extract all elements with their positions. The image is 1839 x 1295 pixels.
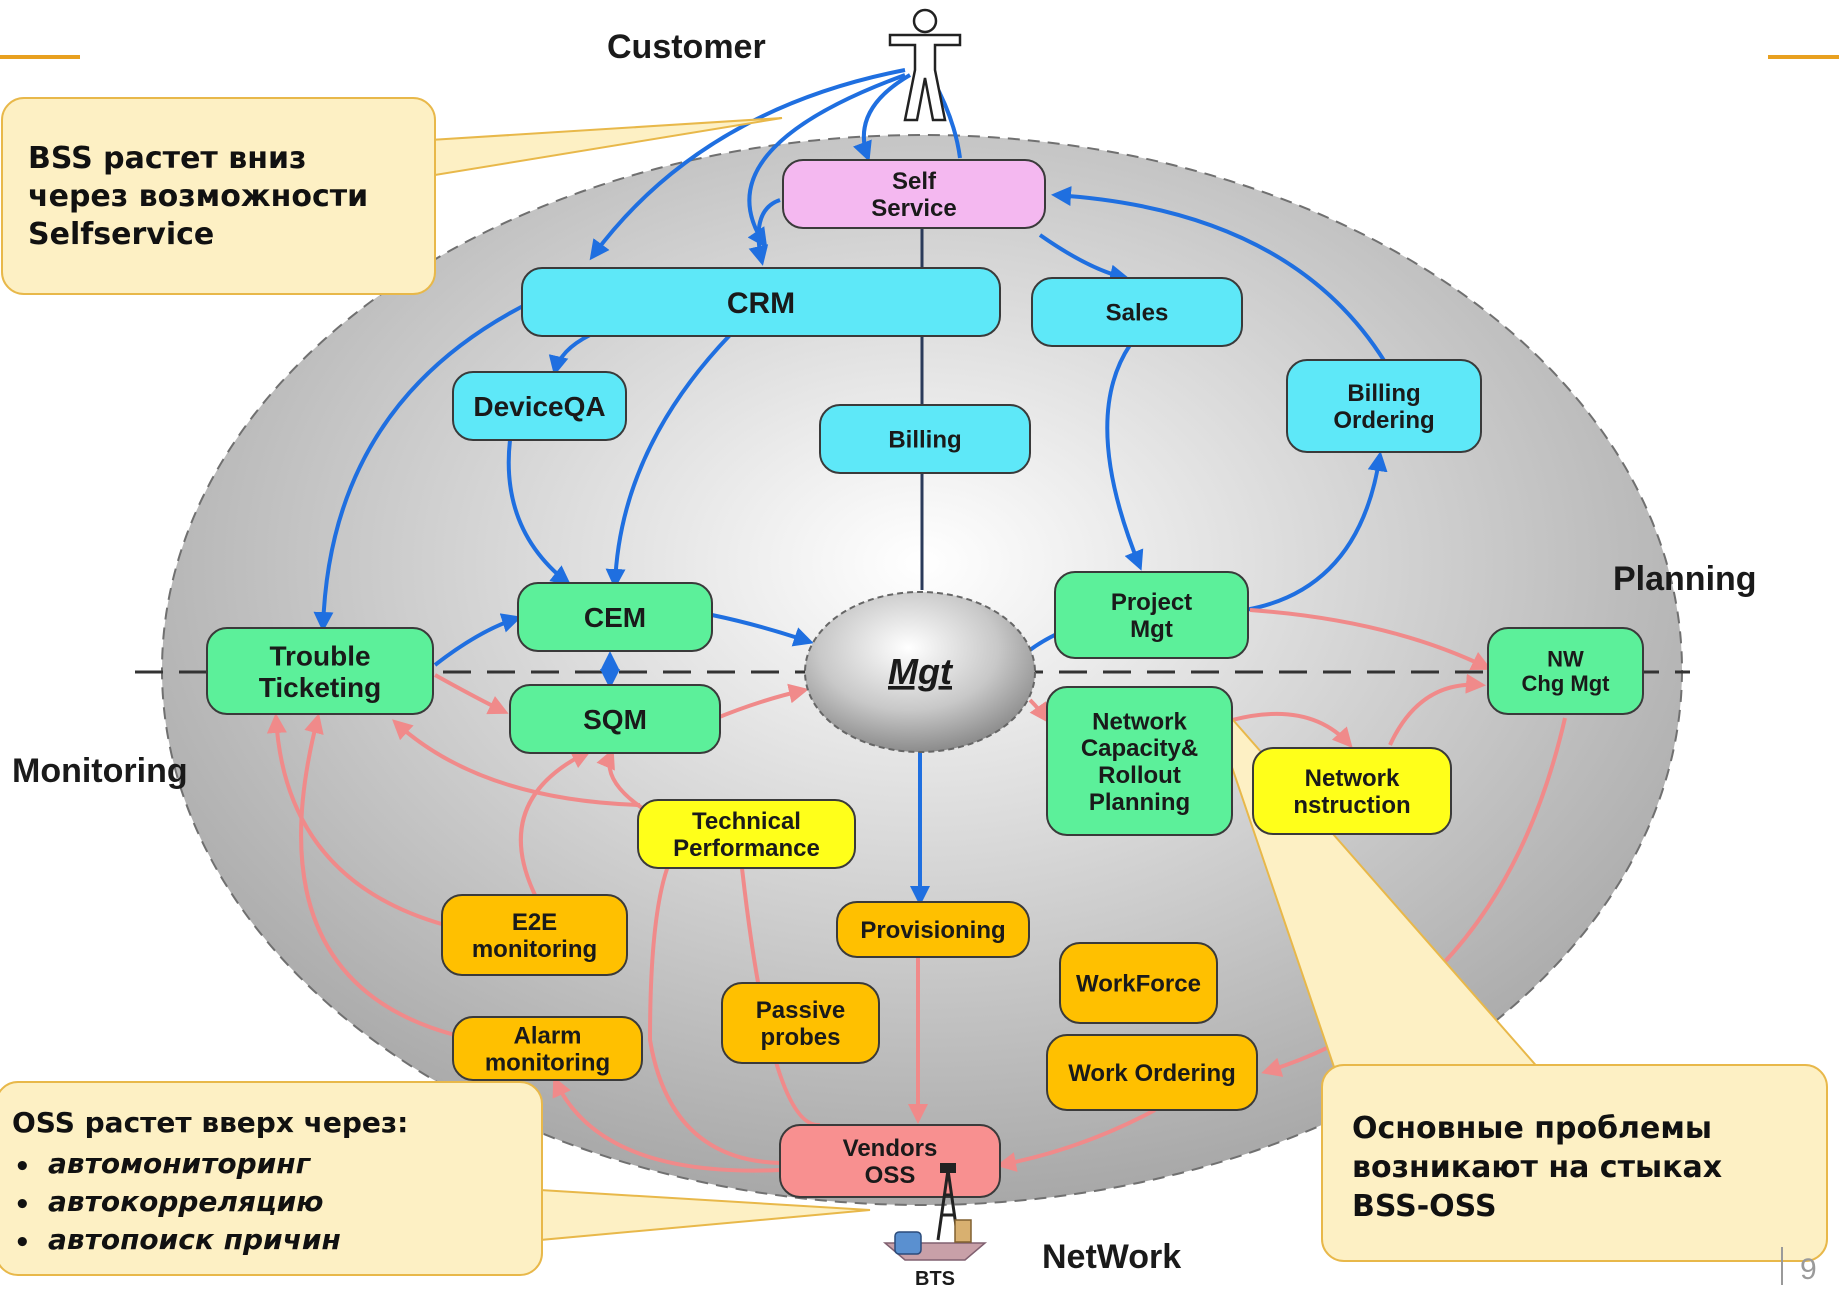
- bts-tower-icon: [882, 1163, 988, 1261]
- self-service-node-label-1: Self: [892, 168, 937, 195]
- network-capacity-node-label-4: Planning: [1089, 789, 1190, 816]
- customer-icon: [888, 8, 962, 122]
- work-ordering-node-label-1: Work Ordering: [1068, 1060, 1236, 1087]
- cem-node-label-1: CEM: [584, 602, 646, 633]
- callout-oss: OSS растет вверх через: • автомониторинг…: [0, 1081, 543, 1276]
- callout-oss-item-3: автопоиск причин: [48, 1223, 341, 1256]
- network-capacity-node-label-2: Capacity&: [1081, 735, 1198, 762]
- network-label: NetWork: [1042, 1238, 1181, 1276]
- callout-problems-line-1: Основные проблемы: [1352, 1111, 1712, 1146]
- bts-label: BTS: [915, 1268, 955, 1290]
- project-mgt-node-label-2: Mgt: [1130, 616, 1173, 643]
- billing-ordering-node-label-1: Billing: [1347, 380, 1420, 407]
- callout-oss-title: OSS растет вверх через:: [12, 1106, 408, 1139]
- billing-ordering-node-label-2: Ordering: [1333, 407, 1434, 434]
- self-service-node-label-2: Service: [871, 195, 956, 222]
- billing-node-label-1: Billing: [888, 427, 961, 454]
- e2e-monitoring-node-label-1: E2E: [512, 909, 557, 936]
- billing-node: Billing: [819, 404, 1031, 474]
- cem-node: CEM: [517, 582, 713, 652]
- network-capacity-node-label-3: Rollout: [1098, 762, 1181, 789]
- nw-chg-mgt-node-label-1: NW: [1547, 647, 1584, 672]
- vendors-oss-node-label-2: OSS: [865, 1162, 916, 1189]
- technical-performance-node-label-2: Performance: [673, 835, 820, 862]
- network-capacity-node-label-1: Network: [1092, 708, 1187, 735]
- device-qa-node: DeviceQA: [452, 371, 627, 441]
- callout-bss-line-2: через возможности: [28, 179, 368, 214]
- sales-node: Sales: [1031, 277, 1243, 347]
- blue-arrows: [313, 68, 1388, 906]
- svg-text:•: •: [14, 1190, 31, 1220]
- callout-bss: BSS растет вниз через возможности Selfse…: [1, 97, 436, 295]
- provisioning-node: Provisioning: [836, 901, 1030, 958]
- svg-text:•: •: [14, 1228, 31, 1258]
- callout-problems-line-2: возникают на стыках: [1352, 1150, 1722, 1185]
- callout-bss-line-1: BSS растет вниз: [28, 141, 306, 176]
- callout-bss-line-3: Selfservice: [28, 217, 214, 252]
- trouble-ticketing-node-label-2: Ticketing: [259, 672, 381, 703]
- mgt-hub-node: Mgt: [804, 591, 1036, 753]
- sqm-node: SQM: [509, 684, 721, 754]
- provisioning-node-label-1: Provisioning: [860, 917, 1005, 944]
- work-ordering-node: Work Ordering: [1046, 1034, 1258, 1111]
- red-arrows: [266, 608, 1567, 1173]
- workforce-node: WorkForce: [1059, 942, 1218, 1024]
- sales-node-label-1: Sales: [1106, 300, 1169, 327]
- technical-performance-node-label-1: Technical: [692, 808, 801, 835]
- vendors-oss-node-label-1: Vendors: [843, 1135, 938, 1162]
- monitoring-label: Monitoring: [12, 752, 188, 790]
- device-qa-node-label-1: DeviceQA: [473, 391, 605, 422]
- callout-problems-line-3: BSS-OSS: [1352, 1189, 1497, 1224]
- page-number: 9: [1800, 1253, 1817, 1286]
- workforce-node-label-1: WorkForce: [1076, 971, 1201, 998]
- callout-oss-item-2: автокорреляцию: [48, 1185, 323, 1218]
- alarm-monitoring-node-label-2: monitoring: [485, 1050, 610, 1077]
- project-mgt-node-label-1: Project: [1111, 589, 1192, 616]
- crm-node-label-1: CRM: [727, 287, 795, 320]
- svg-text:•: •: [14, 1152, 31, 1182]
- sqm-node-label-1: SQM: [583, 704, 647, 735]
- trouble-ticketing-node-label-1: Trouble: [269, 640, 370, 671]
- callout-problems: Основные проблемы возникают на стыках BS…: [1321, 1064, 1828, 1262]
- network-construction-node-label-2: nstruction: [1293, 792, 1410, 819]
- customer-label: Customer: [607, 28, 766, 66]
- passive-probes-node-label-2: probes: [760, 1024, 840, 1051]
- callout-oss-item-1: автомониторинг: [48, 1147, 312, 1180]
- mgt-hub-label: Mgt: [888, 651, 954, 692]
- e2e-monitoring-node-label-2: monitoring: [472, 936, 597, 963]
- nw-chg-mgt-node-label-2: Chg Mgt: [1522, 671, 1611, 696]
- crm-node: CRM: [521, 267, 1001, 337]
- planning-label: Planning: [1613, 560, 1757, 598]
- passive-probes-node-label-1: Passive: [756, 997, 845, 1024]
- alarm-monitoring-node-label-1: Alarm: [513, 1023, 581, 1050]
- network-construction-node-label-1: Network: [1305, 765, 1400, 792]
